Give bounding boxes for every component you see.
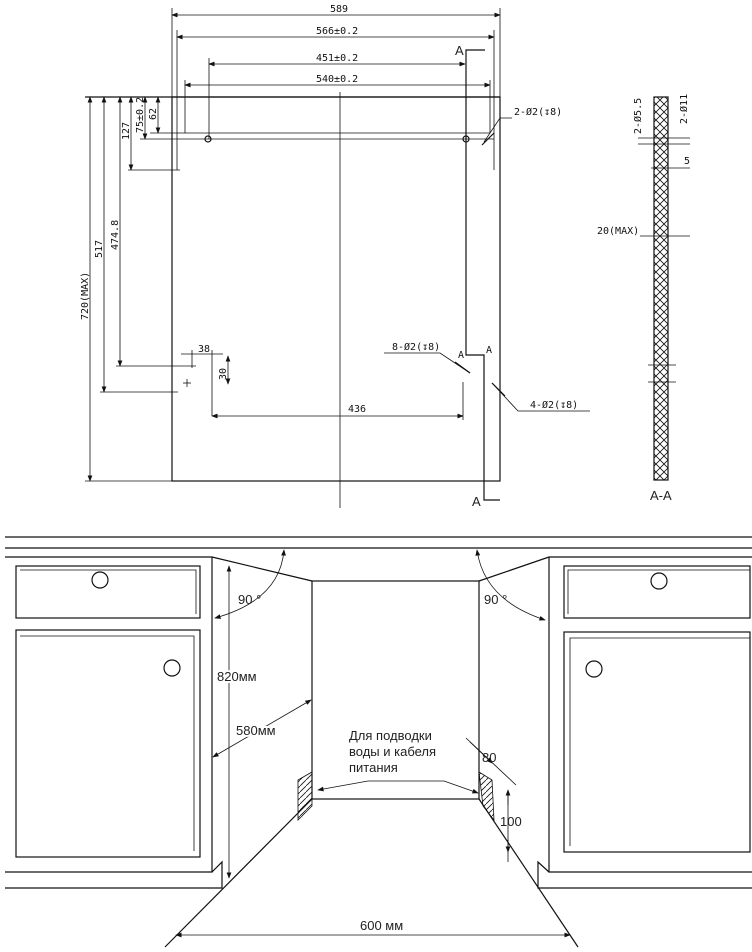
section-line: [465, 49, 500, 501]
dim-30: 30: [218, 368, 229, 380]
panel-front-view: 589 566±0.2 451±0.2 540±0.2 A A A A 720(…: [80, 4, 590, 509]
dim-540: 540±0.2: [316, 74, 358, 85]
drawer-knob: [650, 572, 668, 590]
angle-right: 90 °: [484, 592, 507, 607]
utility-opening-right: [478, 771, 495, 822]
section-mark-top: A: [455, 43, 464, 58]
section-view: 2-Ø5.5 2-Ø11 5 20(MAX) A-A: [597, 94, 690, 503]
door-knob: [163, 659, 181, 677]
section-hole-small: 2-Ø5.5: [632, 98, 644, 134]
right-door: [563, 631, 751, 853]
opening-80: 80: [482, 750, 496, 765]
section-hole-large: 2-Ø11: [678, 94, 690, 124]
opening-100: 100: [500, 814, 522, 829]
dim-75: 75±0.2: [135, 97, 146, 133]
dim-62: 62: [148, 108, 159, 120]
dim-451: 451±0.2: [316, 53, 358, 64]
panel-outline: [171, 96, 501, 482]
right-drawer: [563, 565, 751, 619]
utility-opening-left: [297, 771, 313, 821]
dim-720: 720(MAX): [80, 272, 91, 320]
note-line-3: питания: [349, 760, 398, 775]
niche-diagram: 90 ° 90 ° 820мм 580мм Для подводки воды …: [5, 536, 752, 948]
section-mark-mid2: A: [486, 345, 492, 356]
drawer-knob: [91, 571, 109, 589]
note-line-2: воды и кабеля: [349, 744, 436, 759]
callout-side-holes: 4-Ø2(↧8): [530, 399, 578, 411]
dim-436: 436: [348, 404, 366, 415]
height-label: 820мм: [217, 669, 257, 684]
callout-mid-holes: 8-Ø2(↧8): [392, 341, 440, 353]
section-mark-mid: A: [458, 350, 464, 361]
dim-566: 566±0.2: [316, 26, 358, 37]
mount-hole: [204, 135, 212, 143]
note-line-1: Для подводки: [349, 728, 432, 743]
panel-section: [653, 96, 669, 481]
dim-517: 517: [94, 240, 105, 258]
section-thickness: 20(MAX): [597, 226, 639, 237]
angle-left: 90 °: [238, 592, 261, 607]
dim-589: 589: [330, 4, 348, 15]
section-depth-5: 5: [684, 156, 690, 167]
left-door: [15, 629, 201, 858]
left-drawer: [15, 565, 201, 619]
section-title: A-A: [650, 488, 672, 503]
depth-label: 580мм: [236, 723, 276, 738]
section-mark-bottom: A: [472, 494, 481, 509]
callout-top-holes: 2-Ø2(↧8): [514, 106, 562, 118]
dim-127: 127: [121, 122, 132, 140]
door-knob: [585, 660, 603, 678]
width-label: 600 мм: [360, 918, 403, 933]
dim-474-8: 474.8: [110, 220, 121, 250]
dim-38: 38: [198, 344, 210, 355]
niche-back-wall: [311, 580, 480, 800]
